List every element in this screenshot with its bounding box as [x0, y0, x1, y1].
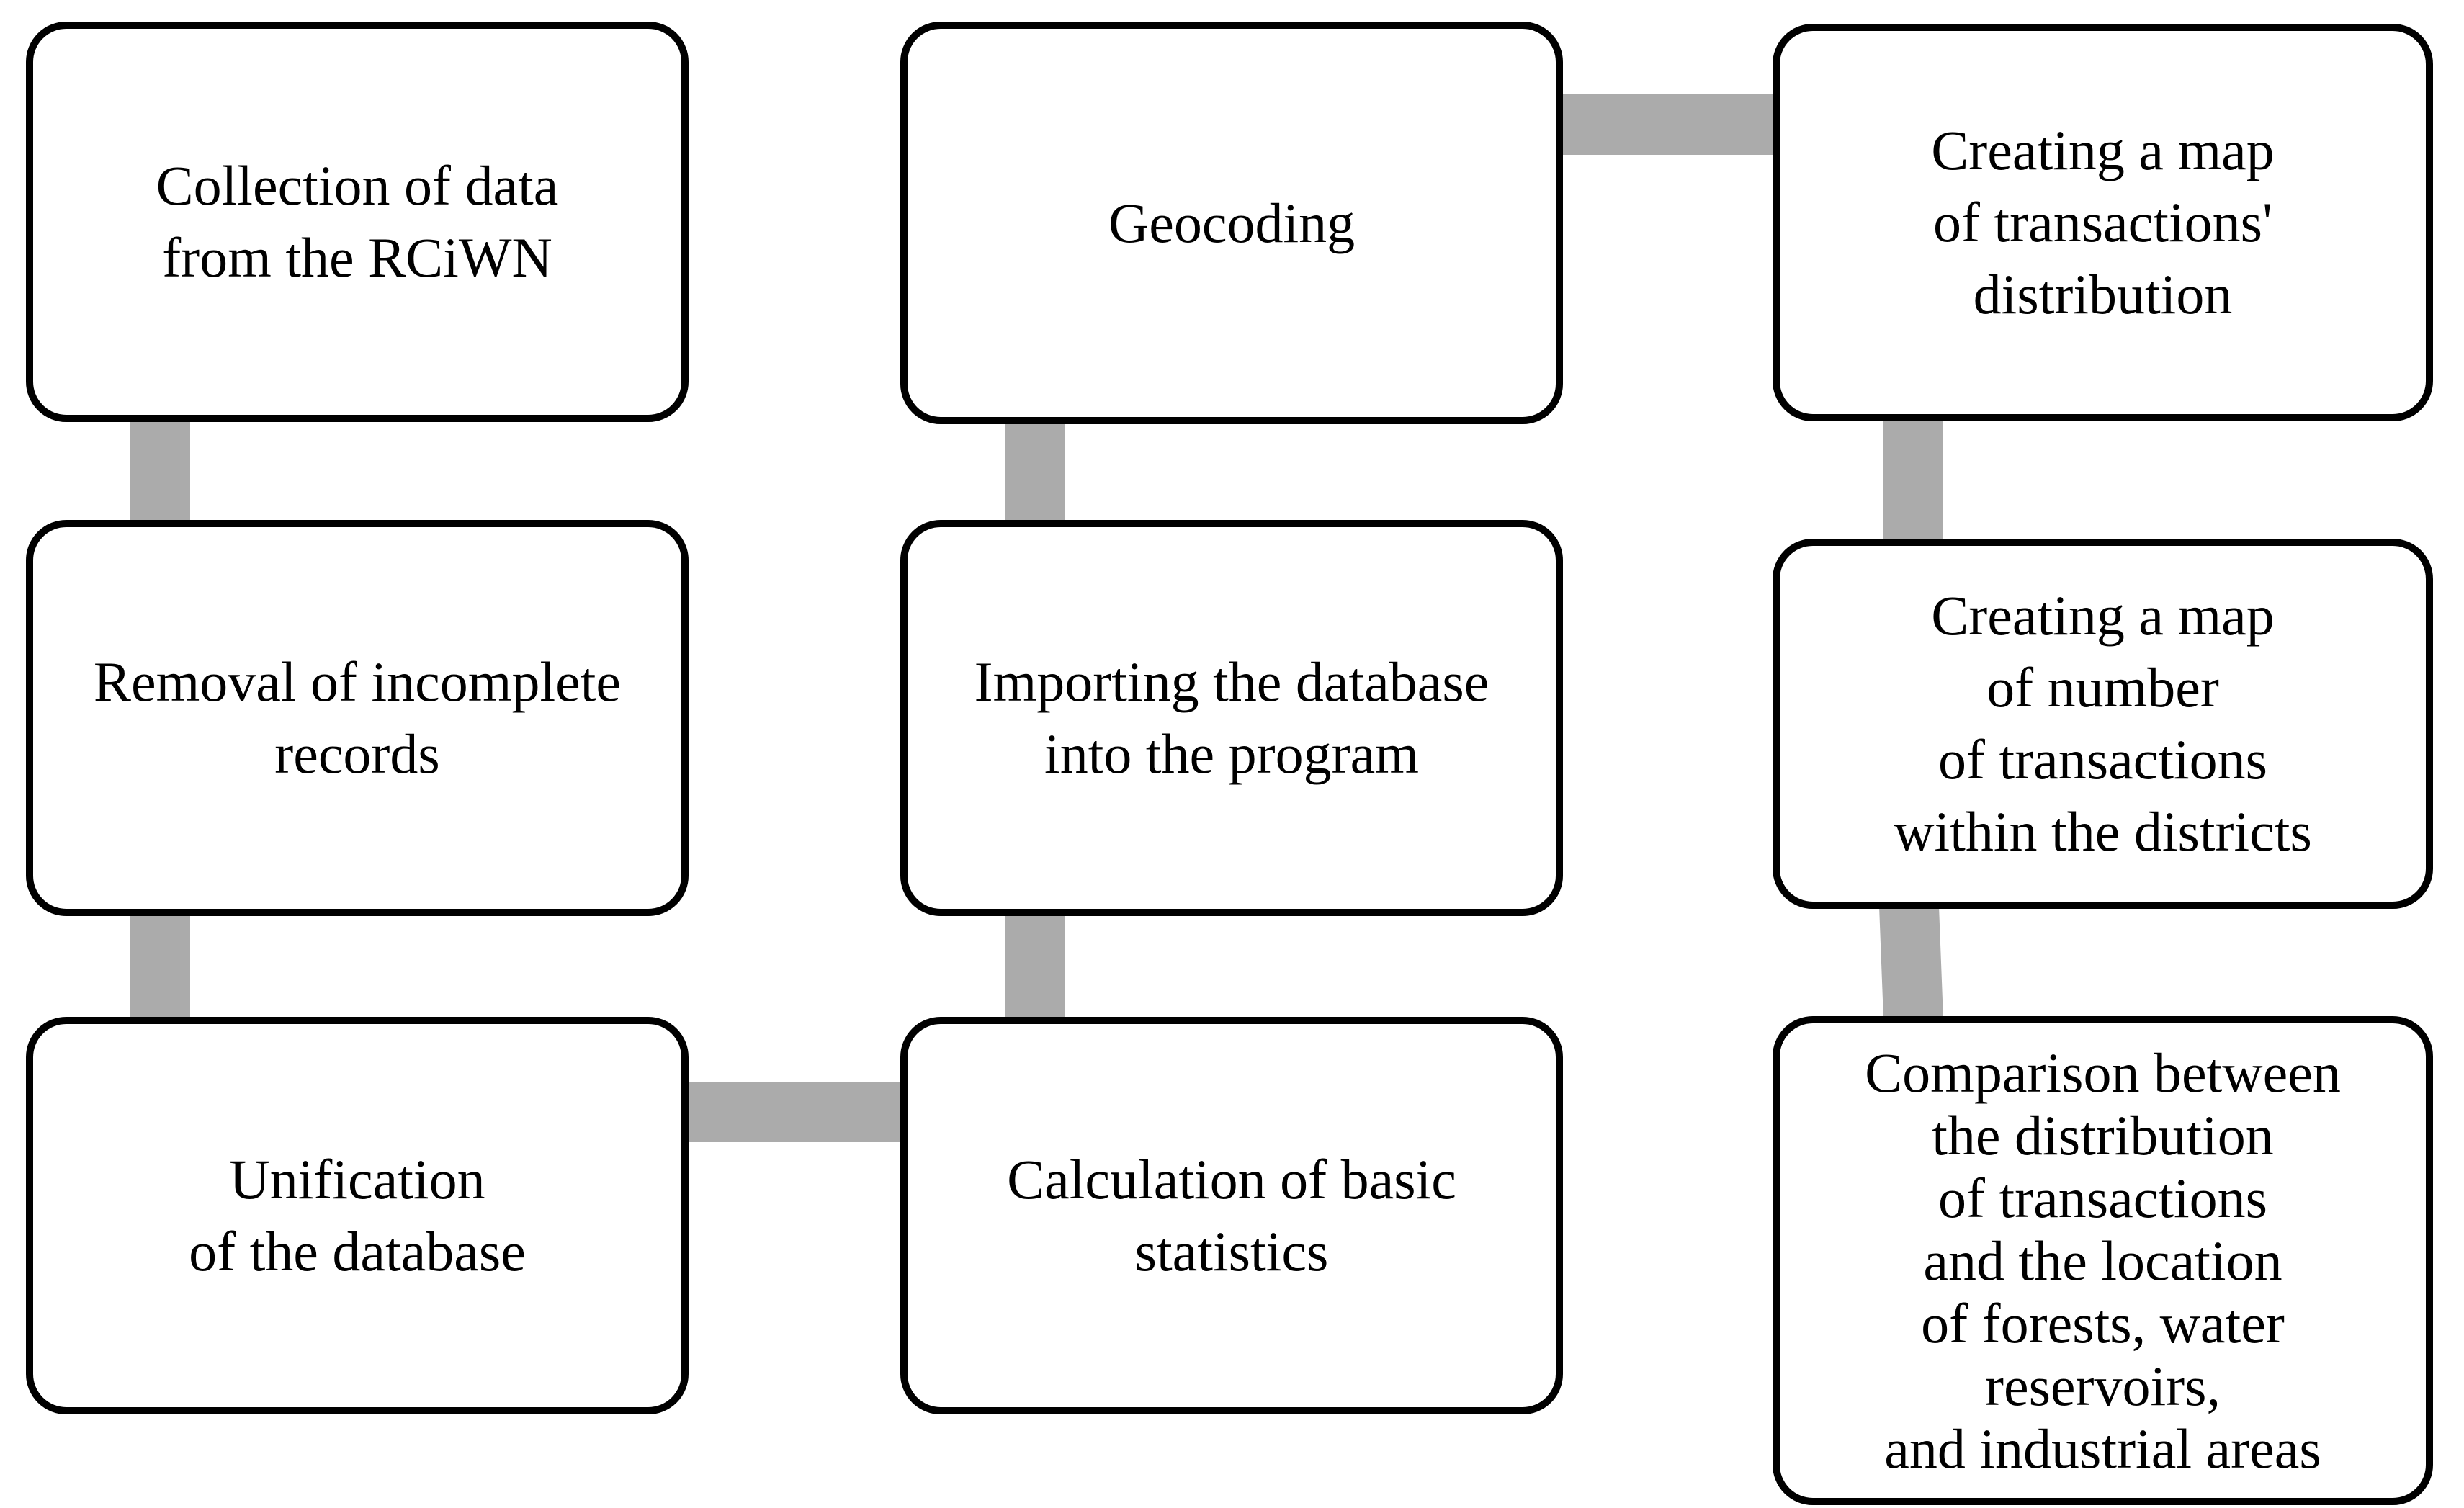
connector-importing-to-geocoding [1005, 421, 1065, 524]
node-removal-of-incomplete-records: Removal of incomplete records [26, 520, 689, 916]
connector-calculation-to-importing [1005, 912, 1065, 1020]
node-importing-database-label: Importing the database into the program [974, 650, 1489, 785]
node-calculation-of-basic-statistics-label: Calculation of basic statistics [1007, 1148, 1456, 1283]
node-importing-database: Importing the database into the program [900, 520, 1563, 916]
node-creating-map-of-number-of-transactions-label: Creating a map of number of transactions… [1894, 584, 2312, 863]
node-comparison-distribution-vs-land-features-label: Comparison between the distribution of t… [1865, 1041, 2341, 1480]
connector-geocoding-to-map-distribution [1559, 94, 1777, 155]
node-geocoding: Geocoding [900, 22, 1563, 424]
node-geocoding-label: Geocoding [1108, 191, 1356, 254]
connector-unification-to-calculation [684, 1082, 904, 1142]
node-creating-map-of-number-of-transactions: Creating a map of number of transactions… [1773, 539, 2433, 909]
node-comparison-distribution-vs-land-features: Comparison between the distribution of t… [1773, 1016, 2433, 1505]
connector-collection-to-removal [130, 421, 190, 524]
node-unification-of-database: Unification of the database [26, 1017, 689, 1414]
connector-removal-to-unification [130, 912, 190, 1020]
node-unification-of-database-label: Unification of the database [189, 1148, 526, 1283]
node-creating-map-of-transactions-distribution-label: Creating a map of transactions' distribu… [1931, 119, 2275, 326]
node-removal-of-incomplete-records-label: Removal of incomplete records [93, 650, 622, 785]
node-collection-of-data: Collection of data from the RCiWN [26, 22, 689, 422]
node-creating-map-of-transactions-distribution: Creating a map of transactions' distribu… [1773, 24, 2433, 421]
connector-map-distribution-to-map-number [1883, 418, 1943, 542]
node-collection-of-data-label: Collection of data from the RCiWN [156, 154, 559, 289]
node-calculation-of-basic-statistics: Calculation of basic statistics [900, 1017, 1563, 1414]
connector-map-number-to-comparison [1878, 905, 1944, 1020]
